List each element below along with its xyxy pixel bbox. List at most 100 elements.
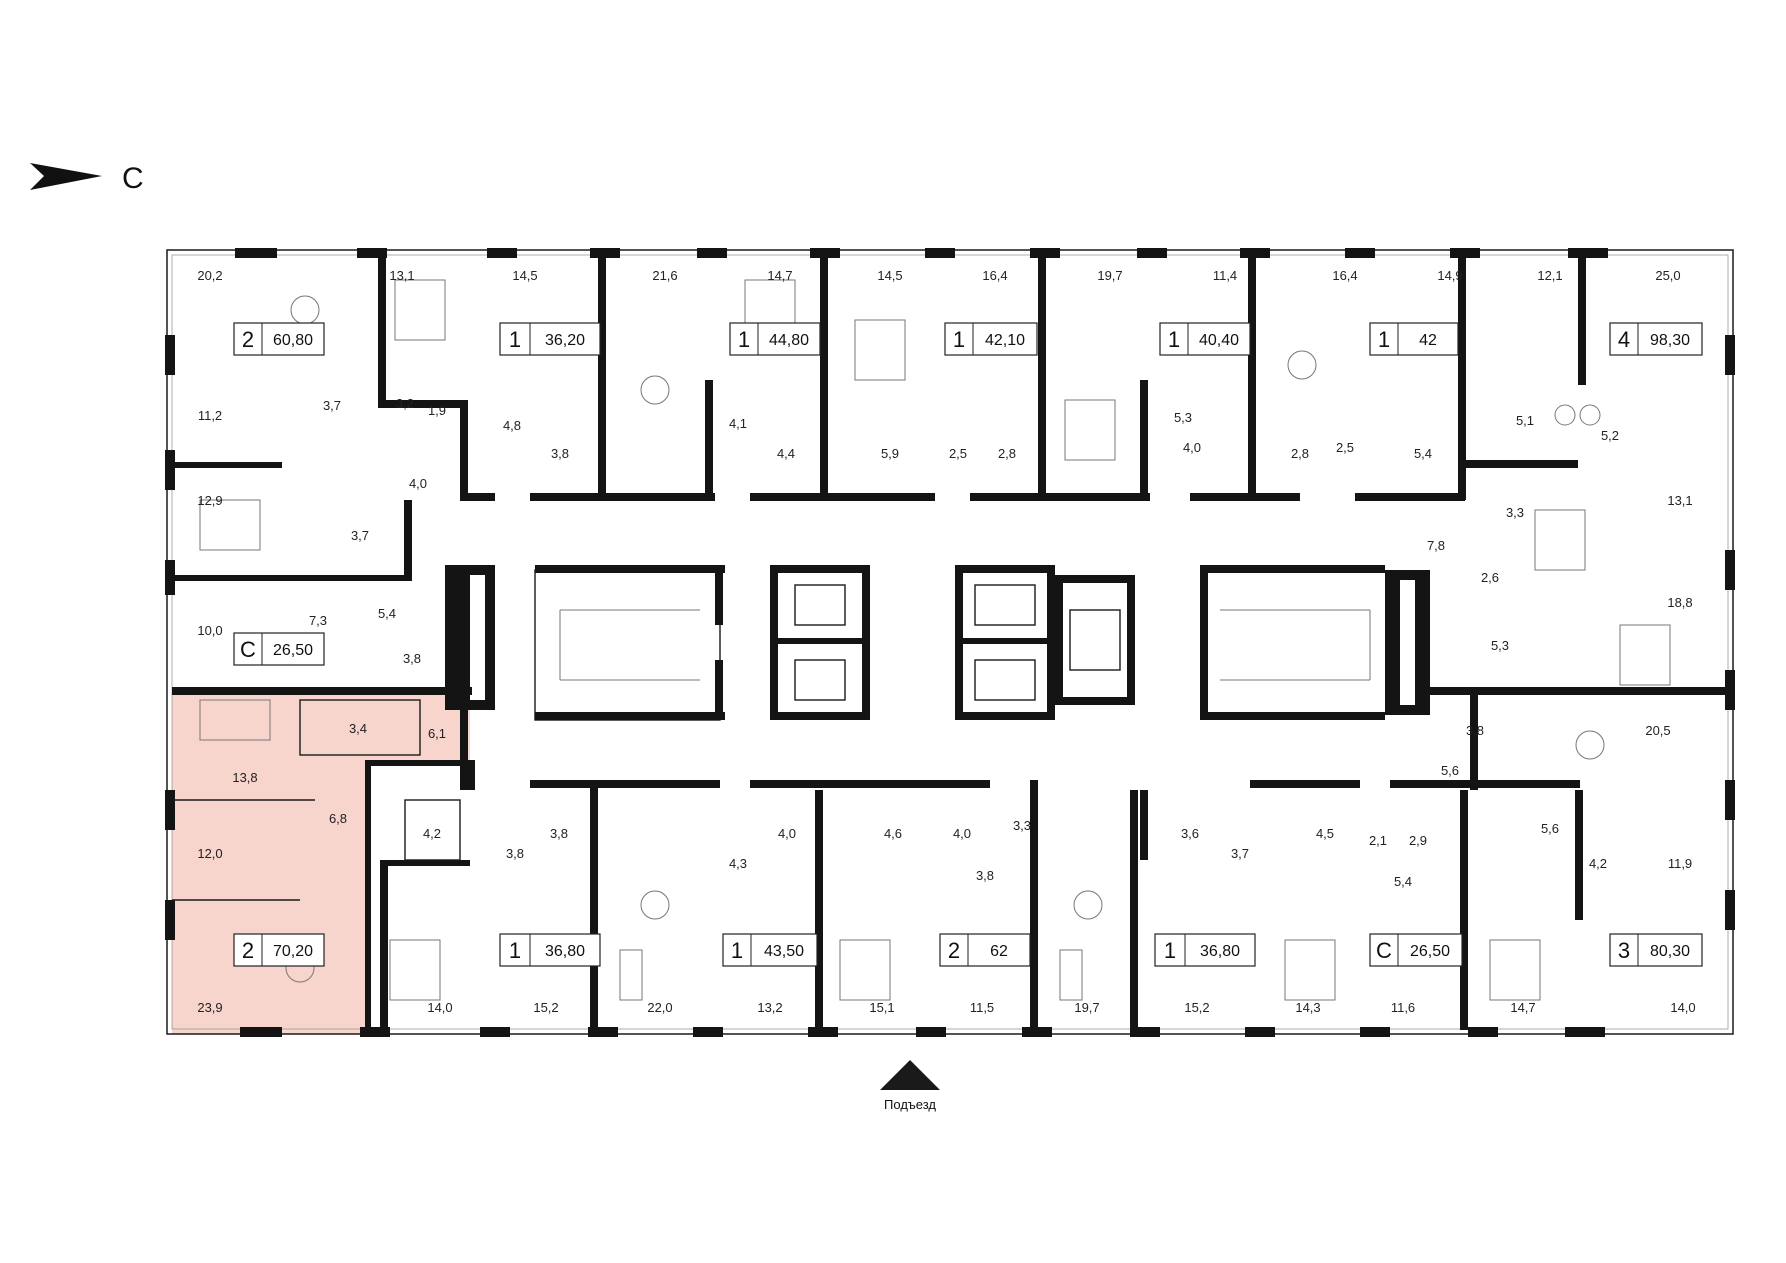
- room-area: 12,9: [197, 493, 222, 508]
- room-area: 13,1: [389, 268, 414, 283]
- room-area: 2,6: [1481, 570, 1499, 585]
- badge-rooms: 1: [1378, 327, 1390, 352]
- badge-area: 70,20: [273, 943, 313, 960]
- room-area: 20,2: [197, 268, 222, 283]
- walls-bottom-row: [172, 687, 1728, 1030]
- room-area: 2,9: [1409, 833, 1427, 848]
- room-area: 7,8: [1427, 538, 1445, 553]
- room-area: 4,4: [777, 446, 795, 461]
- facade-sides: [165, 335, 1735, 940]
- badge-area: 98,30: [1650, 332, 1690, 349]
- room-area: 2,5: [949, 446, 967, 461]
- room-area: 4,3: [729, 856, 747, 871]
- room-area: 15,2: [533, 1000, 558, 1015]
- room-area: 3,8: [506, 846, 524, 861]
- room-area: 4,0: [953, 826, 971, 841]
- entrance-marker: Подъезд: [880, 1060, 940, 1112]
- badge-rooms: 1: [1168, 327, 1180, 352]
- badge-rooms: С: [240, 637, 256, 662]
- room-area: 19,7: [1074, 1000, 1099, 1015]
- room-area: 3,7: [351, 528, 369, 543]
- room-area: 4,0: [1183, 440, 1201, 455]
- badge-area: 60,80: [273, 332, 313, 349]
- room-area: 4,2: [1589, 856, 1607, 871]
- badge-rooms: 4: [1618, 327, 1630, 352]
- badge-area: 42: [1419, 332, 1437, 349]
- selected-apartment-walls: [172, 690, 468, 1030]
- entrance-triangle-icon: [880, 1060, 940, 1090]
- badge-rooms: 1: [509, 938, 521, 963]
- room-area: 25,0: [1655, 268, 1680, 283]
- room-area: 14,7: [767, 268, 792, 283]
- room-area: 4,1: [729, 416, 747, 431]
- entrance-label: Подъезд: [884, 1097, 936, 1112]
- room-area: 5,6: [1441, 763, 1459, 778]
- room-area: 18,8: [1667, 595, 1692, 610]
- badge-rooms: С: [1376, 938, 1392, 963]
- room-area: 15,1: [869, 1000, 894, 1015]
- room-area: 11,9: [1668, 856, 1692, 871]
- room-area: 5,4: [1414, 446, 1432, 461]
- room-area: 2,8: [998, 446, 1016, 461]
- room-area: 3,8: [550, 826, 568, 841]
- badge-rooms: 3: [1618, 938, 1630, 963]
- room-area: 16,4: [982, 268, 1007, 283]
- badge-rooms: 1: [509, 327, 521, 352]
- room-area: 5,4: [1394, 874, 1412, 889]
- room-area: 1,9: [428, 403, 446, 418]
- room-area: 16,4: [1332, 268, 1357, 283]
- room-area: 5,3: [1491, 638, 1509, 653]
- room-area: 5,4: [378, 606, 396, 621]
- room-area: 5,6: [1541, 821, 1559, 836]
- room-area: 23,9: [197, 1000, 222, 1015]
- badge-area: 80,30: [1650, 943, 1690, 960]
- north-arrow: С: [30, 162, 144, 195]
- badge-rooms: 2: [242, 327, 254, 352]
- apartment-badge[interactable]: 1 42: [1369, 322, 1459, 356]
- badge-rooms: 2: [242, 938, 254, 963]
- badge-area: 36,20: [545, 332, 585, 349]
- badge-area: 42,10: [985, 332, 1025, 349]
- room-area: 14,7: [1510, 1000, 1535, 1015]
- room-area: 14,9: [1437, 268, 1462, 283]
- room-area: 3,6: [1181, 826, 1199, 841]
- room-area: 3,8: [1466, 723, 1484, 738]
- room-area: 2,1: [1369, 833, 1387, 848]
- room-area: 5,2: [1601, 428, 1619, 443]
- room-area: 15,2: [1184, 1000, 1209, 1015]
- furniture: [199, 279, 1671, 1001]
- room-area: 19,7: [1097, 268, 1122, 283]
- room-labels: 20,2 13,1 14,5 21,6 14,7 14,5 16,4 19,7 …: [197, 268, 1695, 1015]
- room-area: 6,1: [428, 726, 446, 741]
- badge-area: 44,80: [769, 332, 809, 349]
- room-area: 4,0: [409, 476, 427, 491]
- room-area: 6,8: [329, 811, 347, 826]
- badge-area: 40,40: [1199, 332, 1239, 349]
- room-area: 14,3: [1295, 1000, 1320, 1015]
- room-area: 2,5: [1336, 440, 1354, 455]
- room-area: 5,9: [881, 446, 899, 461]
- room-area: 4,8: [503, 418, 521, 433]
- badge-area: 43,50: [764, 943, 804, 960]
- room-area: 12,1: [1537, 268, 1562, 283]
- room-area: 2,8: [1291, 446, 1309, 461]
- room-area: 3,8: [551, 446, 569, 461]
- room-area: 5,3: [1174, 410, 1192, 425]
- facade-top: [235, 248, 1608, 258]
